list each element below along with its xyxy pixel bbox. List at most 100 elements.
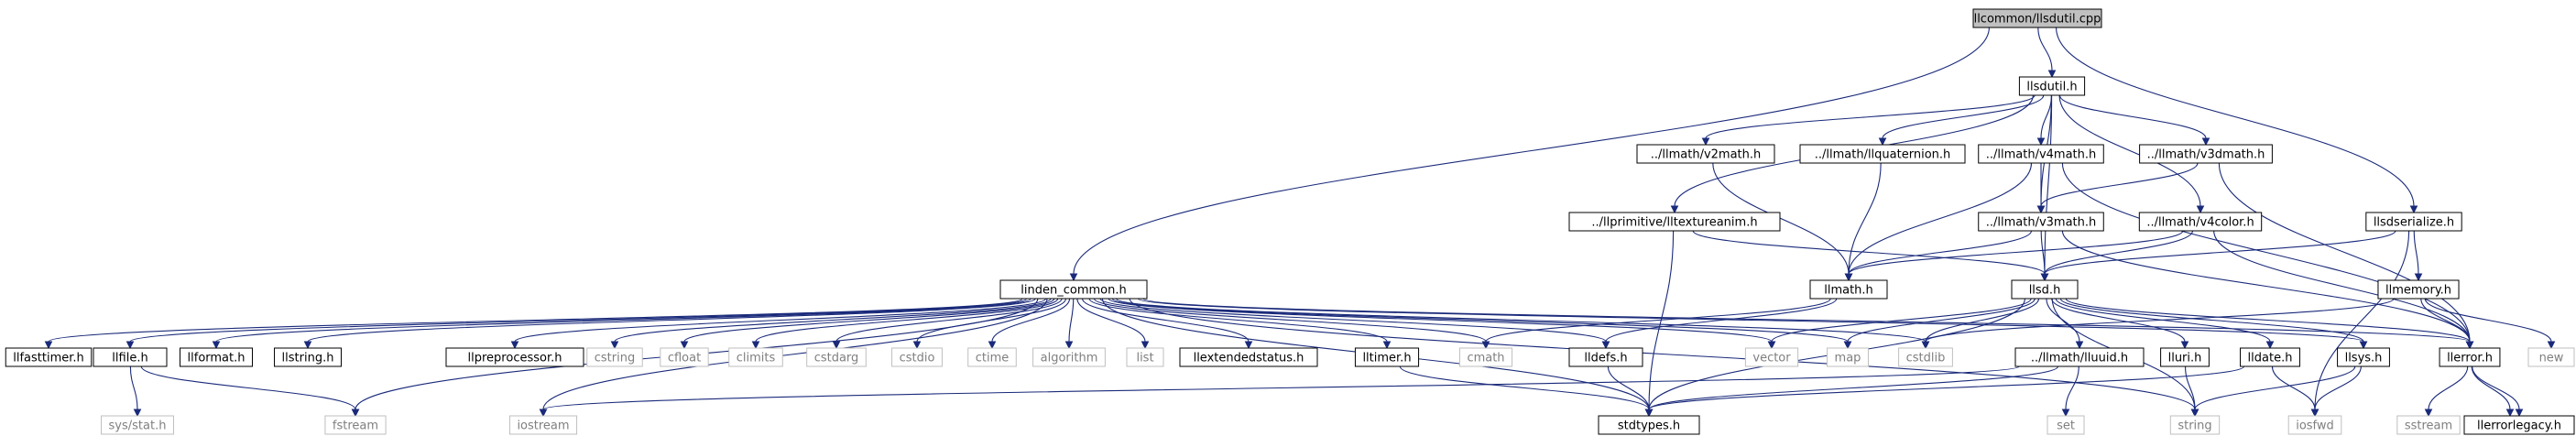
edge-arrowhead (539, 409, 548, 418)
edge-arrowhead (351, 409, 360, 418)
node-box (2377, 279, 2460, 300)
node-box (967, 347, 1017, 367)
node-label: llsd.h (2029, 284, 2061, 298)
node-llmath[interactable]: llmath.h (1809, 279, 1888, 300)
edge-lldate-to-stdtypes (1648, 365, 2245, 410)
edge-linden_common-to-llextendedstatus (1082, 298, 1250, 343)
node-box (1126, 347, 1164, 367)
node-llpreprocessor[interactable]: llpreprocessor.h (445, 347, 584, 367)
edge-linden_common-to-cfloat (683, 298, 1055, 343)
edge-arrowhead (2061, 409, 2070, 418)
node-box (5, 347, 93, 367)
node-box (101, 415, 174, 435)
node-llsys[interactable]: llsys.h (2337, 347, 2390, 367)
node-label: set (2057, 420, 2075, 433)
edge-arrowhead (1843, 341, 1852, 350)
node-iosfwd: iosfwd (2287, 415, 2342, 435)
node-label: sstream (2405, 420, 2452, 433)
edge-arrowhead (1601, 341, 1610, 350)
edge-v3dmath-to-llerror (2218, 162, 2471, 343)
node-lldate[interactable]: lldate.h (2240, 347, 2300, 367)
node-lltextureanim[interactable]: ../llprimitive/lltextureanim.h (1568, 212, 1781, 232)
edge-arrowhead (2424, 409, 2433, 418)
node-llsdserialize[interactable]: llsdserialize.h (2365, 212, 2462, 232)
edge-arrowhead (2047, 70, 2057, 79)
edge-v4color-to-llmath (1848, 230, 2184, 275)
edge-arrowhead (751, 341, 760, 350)
edge-linden_common-to-list (1076, 298, 1146, 343)
node-llquaternion[interactable]: ../llmath/llquaternion.h (1799, 144, 1966, 164)
edge-lltimer-to-stdtypes (1399, 365, 1650, 410)
node-llsd[interactable]: llsd.h (2011, 279, 2079, 300)
node-label: iosfwd (2296, 420, 2334, 433)
node-lluuid[interactable]: ../llmath/lluuid.h (2014, 347, 2145, 367)
edge-llsdutil_h-to-v2math (1705, 94, 2036, 139)
node-map: map (1827, 347, 1869, 367)
edge-linden_common-to-cstdlib (1115, 298, 1927, 343)
node-linden-common[interactable]: linden_common.h (999, 279, 1148, 300)
node-v3dmath[interactable]: ../llmath/v3dmath.h (2139, 144, 2273, 164)
node-llformat[interactable]: llformat.h (180, 347, 253, 367)
node-label: cmath (1467, 352, 1504, 365)
edge-llmemory-to-cstdlib (1925, 298, 2395, 343)
edge-linden_common-to-lldefs (1099, 298, 1607, 343)
node-llerror[interactable]: llerror.h (2439, 347, 2501, 367)
node-box (2287, 415, 2342, 435)
node-v3math[interactable]: ../llmath/v3math.h (1978, 212, 2104, 232)
edge-llmemory-to-new (2424, 298, 2552, 343)
node-v2math[interactable]: ../llmath/v2math.h (1636, 144, 1775, 164)
node-label: new (2539, 352, 2564, 365)
node-lltimer[interactable]: lltimer.h (1354, 347, 1420, 367)
node-llextendedstatus[interactable]: llextendedstatus.h (1179, 347, 1318, 367)
edge-linden_common-to-cstdarg (835, 298, 1063, 343)
node-llstring[interactable]: llstring.h (274, 347, 342, 367)
node-label: ctime (976, 352, 1010, 365)
edge-linden_common-to-string (1129, 298, 2196, 410)
node-v4math[interactable]: ../llmath/v4math.h (1978, 144, 2104, 164)
edge-llsd-to-llerror (2065, 298, 2471, 343)
node-lldefs[interactable]: lldefs.h (1568, 347, 1643, 367)
node-new: new (2527, 347, 2575, 367)
node-string: string (2169, 415, 2221, 435)
edge-arrowhead (2515, 409, 2524, 418)
node-llfasttimer[interactable]: llfasttimer.h (5, 347, 93, 367)
edge-llsdutil_h-to-v4color (2058, 94, 2201, 207)
edge-v4color-to-llsd (2044, 230, 2194, 275)
edge-llsdutil_h-to-v4math (2040, 94, 2052, 139)
node-box (1978, 212, 2104, 232)
node-label: llerrorlegacy.h (2477, 420, 2561, 433)
node-box (445, 347, 584, 367)
edge-arrowhead (303, 341, 312, 350)
node-root[interactable]: llcommon/llsdutil.cpp (1972, 8, 2102, 28)
node-llsdutil-h[interactable]: llsdutil.h (2018, 76, 2086, 96)
edge-arrowhead (1244, 341, 1253, 350)
edge-linden_common-to-iostream (542, 298, 1048, 410)
node-box (586, 347, 643, 367)
edge-llsdserialize-to-iosfwd (2314, 230, 2410, 410)
edge-v3math-to-llerror (2061, 230, 2471, 343)
node-label: cstring (595, 352, 635, 365)
node-box (806, 347, 867, 367)
node-label: ../llmath/v2math.h (1651, 148, 1762, 162)
node-label: ../llprimitive/lltextureanim.h (1591, 216, 1757, 230)
edge-llfile-to-sysstat (129, 365, 138, 410)
node-llfile[interactable]: llfile.h (93, 347, 168, 367)
node-stdtypes[interactable]: stdtypes.h (1598, 415, 1700, 435)
node-llmemory[interactable]: llmemory.h (2377, 279, 2460, 300)
edge-llsd-to-vector (1771, 298, 2032, 343)
node-box (2337, 347, 2390, 367)
node-lluri[interactable]: lluri.h (2160, 347, 2210, 367)
node-v4color[interactable]: ../llmath/v4color.h (2138, 212, 2263, 232)
node-label: cstdarg (814, 352, 859, 365)
node-label: llextendedstatus.h (1194, 352, 1304, 365)
node-box (1568, 347, 1643, 367)
edge-linden_common-to-llformat (215, 298, 1031, 343)
node-llerrorlegacy[interactable]: llerrorlegacy.h (2463, 415, 2575, 435)
node-box (2463, 415, 2575, 435)
edge-linden_common-to-llpreprocessor (514, 298, 1047, 343)
node-label: ../llmath/v4color.h (2146, 216, 2254, 230)
edge-arrowhead (2075, 341, 2084, 350)
node-label: llpreprocessor.h (468, 352, 562, 365)
edge-lluuid-to-iostream (542, 365, 2020, 410)
